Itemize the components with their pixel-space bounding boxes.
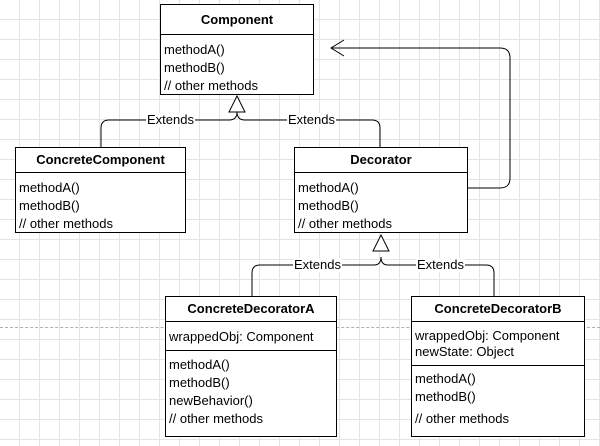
method: // other methods [164, 78, 258, 93]
connector-decoratorb-decorator [380, 256, 495, 296]
class-name: Decorator [295, 148, 467, 173]
attribute: newState: Object [415, 344, 514, 359]
class-concretecomponent[interactable]: ConcreteComponent methodA() methodB() //… [15, 147, 186, 233]
method: // other methods [298, 216, 392, 231]
method: newBehavior() [169, 393, 253, 408]
method: methodB() [19, 198, 80, 213]
method: // other methods [415, 411, 509, 426]
attribute: wrappedObj: Component [169, 329, 314, 344]
method: methodA() [169, 357, 230, 372]
method: // other methods [169, 411, 263, 426]
inheritance-arrowhead-decorator [372, 233, 390, 252]
connector-concretecomponent-component [100, 111, 238, 147]
method: methodB() [415, 389, 476, 404]
extends-label: Extends [293, 257, 342, 272]
methods-section: methodA() methodB() newBehavior() // oth… [166, 351, 336, 428]
methods-section: methodA() methodB() // other methods [295, 173, 467, 233]
methods-section: methodA() methodB() // other methods [16, 173, 185, 233]
open-arrowhead [330, 39, 345, 57]
class-decorator[interactable]: Decorator methodA() methodB() // other m… [294, 147, 468, 233]
class-concretedecoratorb[interactable]: ConcreteDecoratorB wrappedObj: Component… [411, 296, 585, 437]
inheritance-arrowhead-component [228, 94, 246, 113]
method: methodA() [19, 180, 80, 195]
attributes-section: wrappedObj: Component newState: Object [412, 322, 584, 366]
connector-decorator-wraps-component [331, 47, 511, 189]
method: methodA() [298, 180, 359, 195]
method: methodB() [298, 198, 359, 213]
class-name: ConcreteDecoratorA [166, 297, 336, 322]
methods-section: methodA() methodB() // other methods [161, 35, 313, 95]
methods-section: methodA() methodB() // other methods [412, 366, 584, 428]
class-component[interactable]: Component methodA() methodB() // other m… [160, 4, 314, 95]
method: methodB() [169, 375, 230, 390]
attributes-section: wrappedObj: Component [166, 322, 336, 351]
extends-label: Extends [287, 112, 336, 127]
class-name: ConcreteDecoratorB [412, 297, 584, 322]
extends-label: Extends [146, 112, 195, 127]
class-name: Component [161, 5, 313, 35]
method: // other methods [19, 216, 113, 231]
connector-decoratora-decorator [251, 256, 382, 296]
class-name: ConcreteComponent [16, 148, 185, 173]
attribute: wrappedObj: Component [415, 328, 560, 343]
method: methodA() [164, 42, 225, 57]
extends-label: Extends [416, 257, 465, 272]
method: methodA() [415, 371, 476, 386]
method: methodB() [164, 60, 225, 75]
connector-decorator-component [236, 111, 381, 147]
class-concretedecoratora[interactable]: ConcreteDecoratorA wrappedObj: Component… [165, 296, 337, 437]
